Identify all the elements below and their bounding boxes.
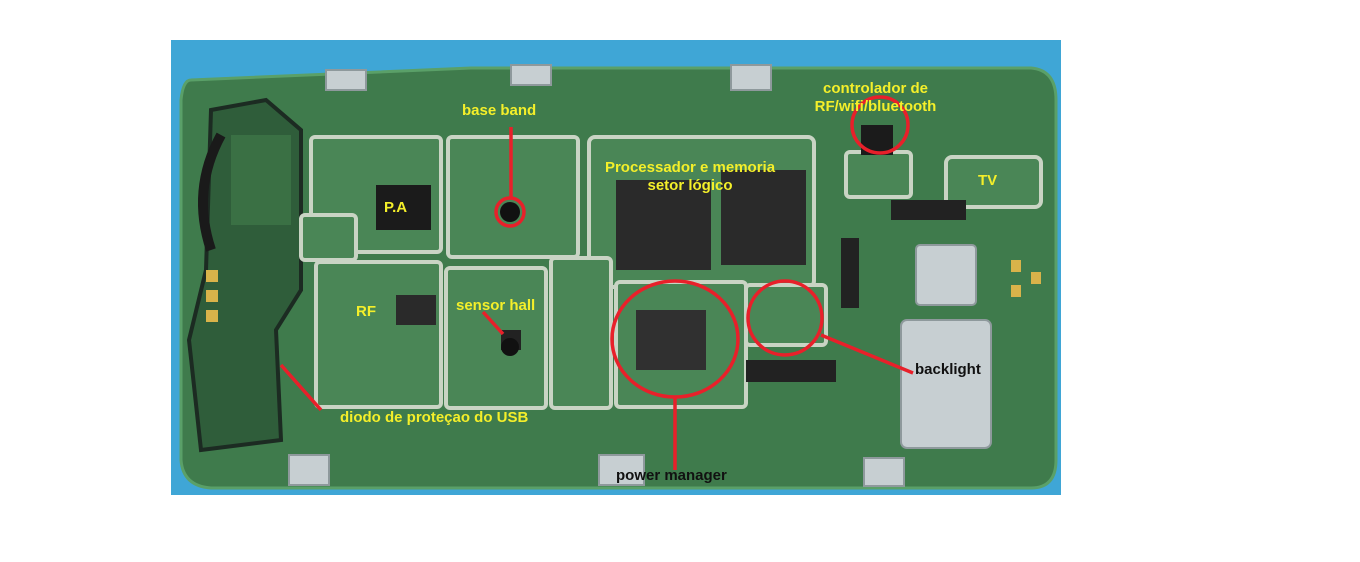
side-connector (841, 238, 859, 308)
label-backlight: backlight (915, 361, 981, 378)
pa-chip (376, 185, 431, 230)
sensor-hall-point (501, 338, 519, 356)
label-pa: P.A (384, 199, 408, 216)
left-black-arc (198, 132, 226, 252)
metal-parts (288, 64, 992, 487)
label-tv: TV (978, 172, 998, 189)
label-processor-line1: Processador e memoria (604, 159, 776, 176)
memory-chip (721, 170, 806, 265)
chips (376, 125, 966, 382)
label-usb-diode: diodo de proteçao do USB (340, 409, 529, 426)
gold-pads (206, 260, 1041, 322)
pmic-chip (636, 310, 706, 370)
qualcomm-chip (616, 180, 711, 270)
label-base-band: base band (462, 102, 537, 119)
label-processor: Processador e memoria setor lógico (590, 159, 790, 195)
label-rf-controller-line1: controlador de (822, 80, 928, 97)
label-rf: RF (356, 303, 376, 320)
left-shield (231, 135, 291, 225)
display-connector (746, 360, 836, 382)
label-rf-controller-line2: RF/wifi/bluetooth (814, 98, 937, 115)
base-band-point (500, 202, 520, 222)
label-rf-controller: controlador de RF/wifi/bluetooth (798, 80, 953, 116)
pcb-photo (171, 40, 1061, 495)
label-processor-line2: setor lógico (647, 177, 733, 194)
rf-chip (396, 295, 436, 325)
markers (279, 95, 914, 470)
label-power-manager: power manager (616, 467, 727, 484)
label-sensor-hall: sensor hall (456, 297, 536, 314)
fpc-connector (891, 200, 966, 220)
motherboard-illustration (179, 64, 1058, 490)
